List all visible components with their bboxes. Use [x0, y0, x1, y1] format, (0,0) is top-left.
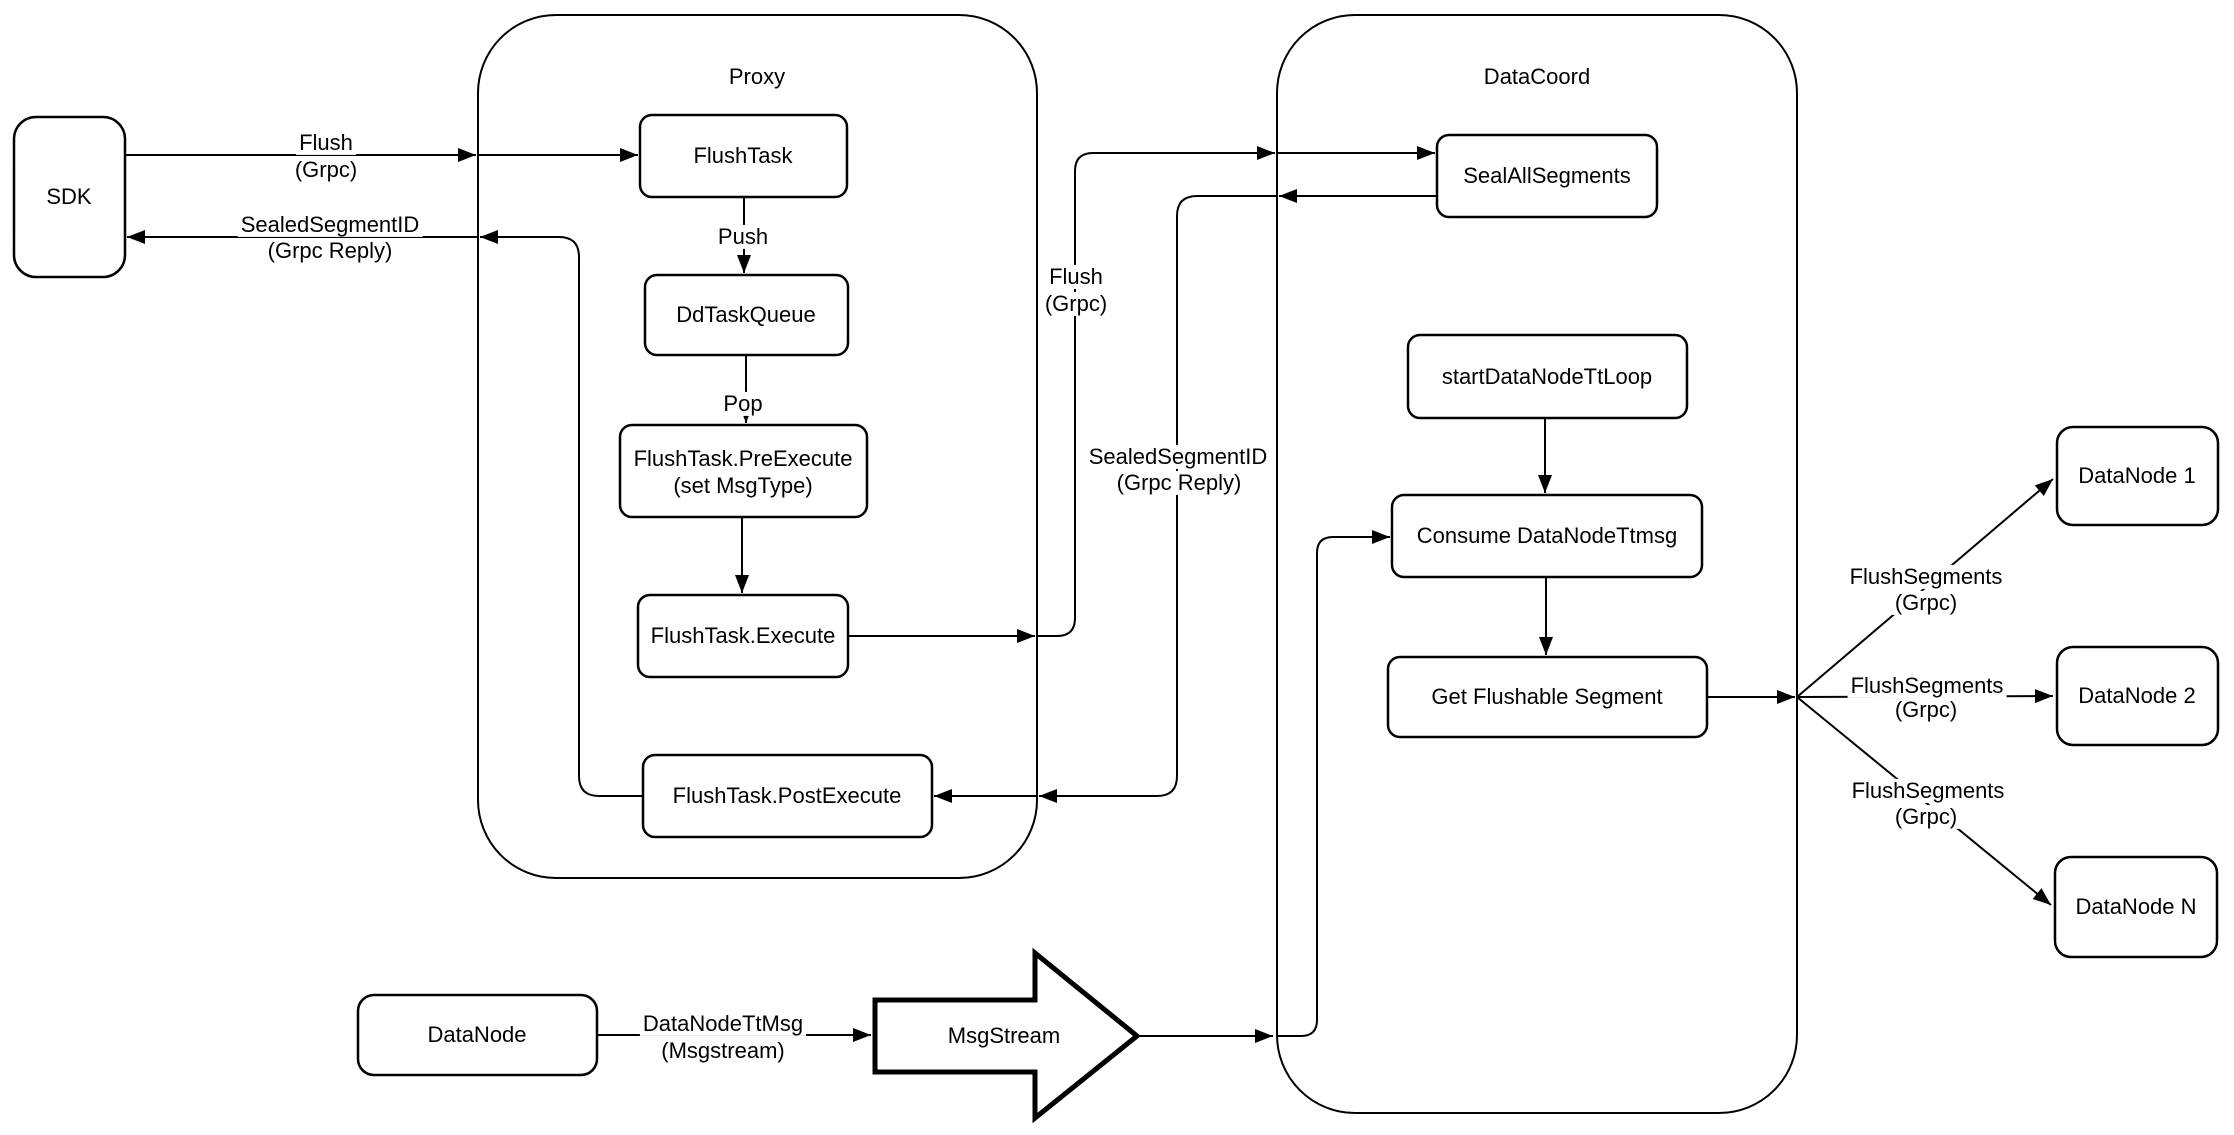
edge-label-flushsegments-3: FlushSegments — [1848, 778, 2008, 804]
node-datanoden-box — [2053, 855, 2219, 959]
edge-label-flush-left: Flush — [296, 130, 356, 156]
edge-label-flush-mid: Flush — [1046, 264, 1106, 290]
edge-label-grpc-1: (Grpc) — [1891, 590, 1961, 616]
node-ddtaskqueue-label: DdTaskQueue — [676, 301, 816, 327]
node-sdk-box — [12, 115, 127, 279]
node-consume-label: Consume DataNodeTtmsg — [1416, 522, 1678, 548]
node-preexecute-label-line1: FlushTask.PreExecute — [633, 445, 853, 471]
node-preexecute-label-line2: (set MsgType) — [673, 472, 813, 498]
node-startdatanodettloop-box — [1406, 333, 1689, 420]
edge-datacoord-edge-to-consume — [1277, 530, 1390, 1037]
edge-label-msgstream-paren: (Msgstream) — [658, 1038, 788, 1064]
edge-label-flushsegments-2: FlushSegments — [1847, 673, 2007, 699]
node-preexecute-box — [618, 423, 869, 519]
node-msgstream-label: MsgStream — [947, 1022, 1061, 1048]
edge-proxy-edge-to-datacoord — [1037, 146, 1275, 637]
edge-label-sealedsegmentid-mid: SealedSegmentID — [1085, 444, 1271, 470]
node-msgstream-block-arrow — [872, 947, 1141, 1124]
node-datanode1-box — [2055, 425, 2220, 527]
edge-label-flushsegments-1: FlushSegments — [1846, 564, 2006, 590]
edge-postexecute-to-proxy-edge — [480, 230, 643, 797]
node-datanode1-label: DataNode 1 — [2078, 462, 2196, 488]
node-datanode2-box — [2055, 645, 2220, 747]
node-getflushable-label: Get Flushable Segment — [1431, 683, 1663, 709]
node-execute-label: FlushTask.Execute — [650, 622, 836, 648]
edge-datacoord-edge-to-proxy-edge — [1039, 195, 1277, 803]
node-sdk-label: SDK — [46, 183, 92, 209]
node-datanode-bottom-label: DataNode — [427, 1021, 527, 1047]
node-sealallsegments-label: SealAllSegments — [1463, 162, 1631, 188]
container-datacoord-title: DataCoord — [1483, 63, 1591, 89]
edge-label-grpc-3: (Grpc) — [1891, 804, 1961, 830]
edge-label-grpc-left: (Grpc) — [291, 157, 361, 183]
edge-label-pop: Pop — [720, 391, 766, 417]
container-proxy-title: Proxy — [728, 63, 786, 89]
node-postexecute-label: FlushTask.PostExecute — [672, 782, 902, 808]
edge-label-grpc-2: (Grpc) — [1891, 697, 1961, 723]
edge-label-sealedsegmentid-left: SealedSegmentID — [237, 212, 423, 238]
node-startdatanodettloop-label: startDataNodeTtLoop — [1441, 363, 1653, 389]
edge-label-grpc-reply-mid: (Grpc Reply) — [1113, 470, 1245, 496]
node-datanoden-label: DataNode N — [2075, 893, 2197, 919]
edge-label-grpc-mid: (Grpc) — [1041, 291, 1111, 317]
node-flushtask-label: FlushTask — [693, 142, 793, 168]
edge-label-datanodettmsg: DataNodeTtMsg — [639, 1011, 807, 1037]
edge-label-grpc-reply-left: (Grpc Reply) — [264, 238, 396, 264]
node-datanode2-label: DataNode 2 — [2078, 682, 2196, 708]
node-sealallsegments-box — [1435, 133, 1659, 219]
edge-label-push: Push — [714, 224, 772, 250]
